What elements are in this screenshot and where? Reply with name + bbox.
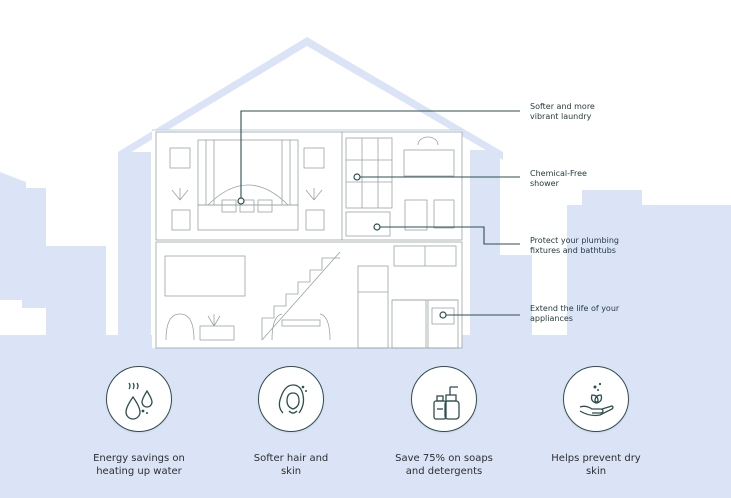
water-drops-icon bbox=[125, 382, 153, 420]
hair-icon bbox=[278, 384, 307, 414]
callout-plumbing: Protect your plumbing fixtures and batht… bbox=[530, 236, 619, 255]
callout-laundry: Softer and more vibrant laundry bbox=[530, 102, 595, 121]
callout-lines bbox=[240, 110, 520, 316]
feature-label: Helps prevent dry skin bbox=[551, 453, 641, 477]
house-sketch bbox=[155, 131, 463, 349]
feature-label: Save 75% on soaps and detergents bbox=[395, 453, 493, 477]
feature-icon-circle bbox=[106, 366, 172, 432]
feature-label: Softer hair and skin bbox=[253, 453, 329, 477]
callout-shower: Chemical-Free shower bbox=[530, 169, 587, 188]
feature-energy-savings: Energy savings on heating up water bbox=[74, 366, 204, 478]
feature-label: Energy savings on heating up water bbox=[93, 453, 185, 477]
feature-icon-circle bbox=[258, 366, 324, 432]
feature-save-soaps: Save 75% on soaps and detergents bbox=[379, 366, 509, 478]
feature-dry-skin: Helps prevent dry skin bbox=[531, 366, 661, 478]
feature-softer-hair: Softer hair and skin bbox=[226, 366, 356, 478]
feature-icon-circle bbox=[411, 366, 477, 432]
feature-icon-circle bbox=[563, 366, 629, 432]
soap-bottles-icon bbox=[433, 386, 460, 420]
callout-markers bbox=[237, 173, 447, 319]
callout-appliances: Extend the life of your appliances bbox=[530, 304, 620, 323]
hand-leaf-icon bbox=[579, 382, 614, 417]
